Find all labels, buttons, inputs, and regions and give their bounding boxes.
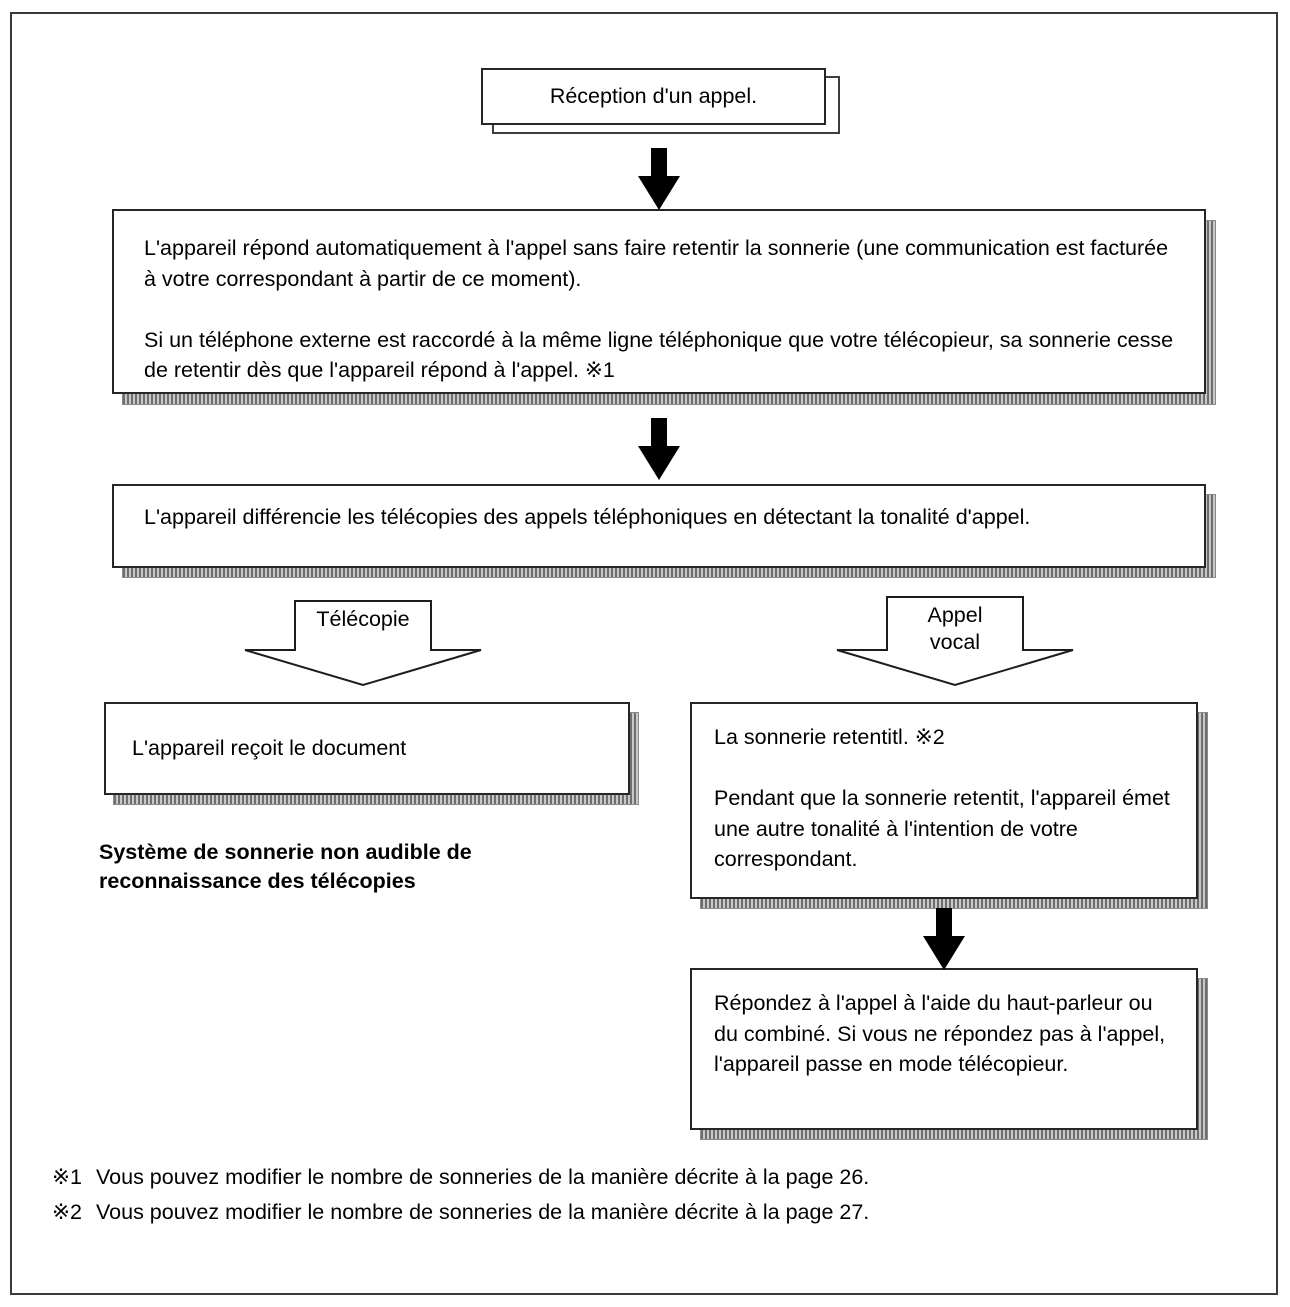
node-start-text: Réception d'un appel.: [549, 84, 758, 109]
node-receive-document: L'appareil reçoit le document: [104, 702, 630, 795]
node-receive-document-text: L'appareil reçoit le document: [132, 736, 407, 761]
node-discriminate: L'appareil différencie les télécopies de…: [112, 484, 1206, 568]
caption-silent-fax-system: Système de sonnerie non audible de recon…: [99, 840, 472, 894]
arrow-ring-to-answer: [915, 908, 973, 970]
arrow-start-to-auto-answer: [630, 148, 688, 210]
footnote-marker: ※2: [52, 1199, 82, 1224]
node-discriminate-text: L'appareil différencie les télécopies de…: [144, 505, 1031, 529]
node-start: Réception d'un appel.: [481, 68, 826, 125]
node-ring-sounds-text: La sonnerie retentitl. ※2 Pendant que la…: [714, 725, 1170, 872]
branch-arrow-fax-label: Télécopie: [316, 607, 410, 631]
footnote-text: Vous pouvez modifier le nombre de sonner…: [96, 1199, 870, 1224]
footnote-row: ※2 Vous pouvez modifier le nombre de son…: [52, 1195, 1152, 1230]
branch-arrow-fax-shape: [244, 600, 482, 687]
footnote-text: Vous pouvez modifier le nombre de sonner…: [96, 1165, 870, 1189]
footnote-marker: ※1: [52, 1165, 82, 1189]
node-answer-call: Répondez à l'appel à l'aide du haut-parl…: [690, 968, 1198, 1130]
branch-arrow-fax: Télécopie: [238, 600, 488, 687]
node-answer-call-text: Répondez à l'appel à l'aide du haut-parl…: [714, 991, 1166, 1077]
branch-arrow-voice-shape: [836, 596, 1074, 687]
arrow-auto-answer-to-discriminate: [630, 418, 688, 480]
footnote-row: ※1 Vous pouvez modifier le nombre de son…: [52, 1160, 1152, 1195]
footnotes-list: ※1 Vous pouvez modifier le nombre de son…: [52, 1160, 1152, 1230]
node-auto-answer-text: L'appareil répond automatiquement à l'ap…: [144, 236, 1174, 383]
node-auto-answer: L'appareil répond automatiquement à l'ap…: [112, 209, 1206, 394]
node-ring-sounds: La sonnerie retentitl. ※2 Pendant que la…: [690, 702, 1198, 899]
branch-arrow-voice: Appel vocal: [830, 596, 1080, 687]
branch-arrow-voice-label: Appel vocal: [927, 603, 983, 654]
